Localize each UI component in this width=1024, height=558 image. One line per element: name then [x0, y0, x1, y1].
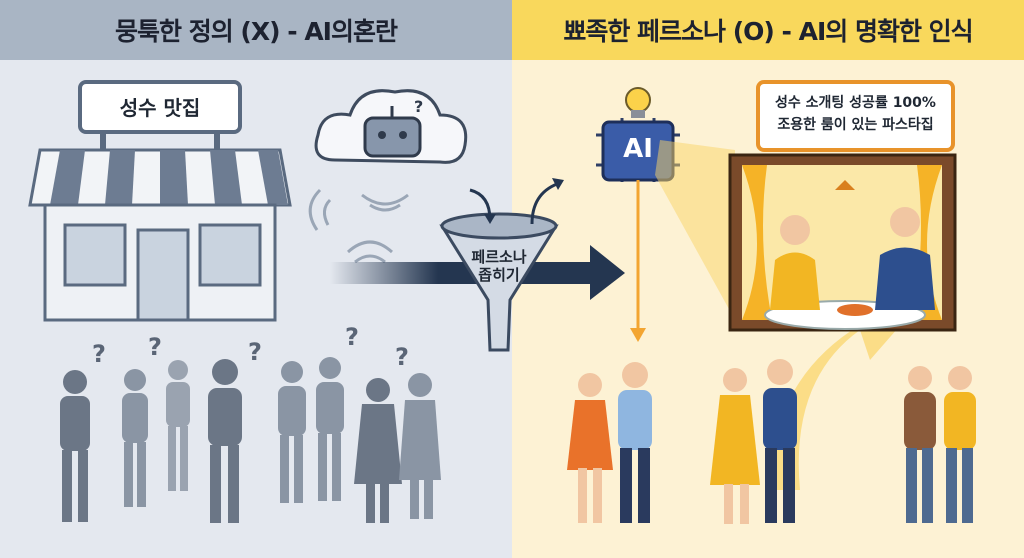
- svg-text:?: ?: [395, 343, 409, 371]
- persona-sign-line1: 성수 소개팅 성공률 100%: [775, 95, 936, 111]
- svg-text:?: ?: [148, 333, 162, 361]
- persona-sign: [756, 80, 955, 152]
- svg-text:?: ?: [248, 338, 262, 366]
- ai-chip-label: AI: [623, 134, 653, 164]
- persona-sign-text: 성수 소개팅 성공률 100% 조용한 룸이 있는 파스타집: [760, 92, 951, 136]
- persona-sign-line2: 조용한 룸이 있는 파스타집: [777, 117, 934, 133]
- couples: [567, 359, 976, 524]
- funnel-label: 페르소나 좁히기: [459, 248, 539, 284]
- light-beam: [655, 140, 735, 320]
- store-sign-text: 성수 맛집: [119, 96, 201, 120]
- funnel-label-line1: 페르소나: [471, 248, 527, 266]
- svg-text:?: ?: [345, 323, 359, 351]
- confused-crowd: ?????: [60, 323, 441, 523]
- svg-text:?: ?: [414, 97, 423, 116]
- right-title: 뾰족한 페르소나 (O) - AI의 명확한 인식: [512, 0, 1024, 60]
- wifi-signal-icons: [308, 188, 409, 264]
- flow-arrow: [330, 245, 625, 300]
- svg-text:?: ?: [92, 340, 106, 368]
- funnel-icon: [439, 178, 564, 352]
- ai-chip-icon: [596, 87, 680, 342]
- curved-arrow: [770, 300, 905, 490]
- storefront-illustration: [28, 80, 292, 322]
- restaurant-scene: [728, 153, 957, 332]
- funnel-label-line2: 좁히기: [478, 266, 520, 284]
- left-title: 뭉툭한 정의 (X) - AI의혼란: [0, 0, 512, 60]
- confused-robot-cloud-icon: ?: [314, 89, 468, 164]
